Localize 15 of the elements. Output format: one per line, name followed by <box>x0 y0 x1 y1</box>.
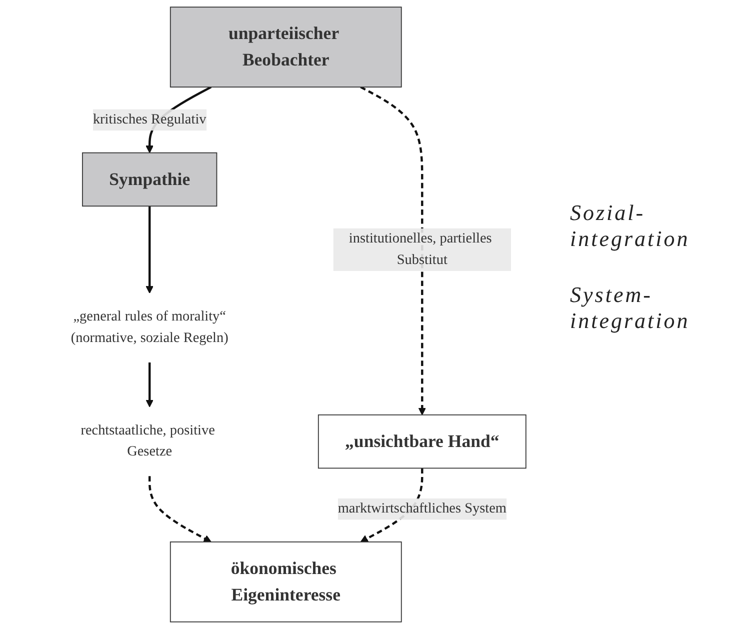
edge-label: kritisches Regulativ <box>92 112 206 128</box>
node-text: „general rules of morality“ (normative, soziale Regeln) <box>70 309 228 346</box>
arrow <box>360 86 426 416</box>
arrow <box>146 206 154 294</box>
region-label: System- integration <box>570 282 691 334</box>
node-box: ökonomisches Eigeninteresse <box>170 541 402 622</box>
arrow <box>146 362 154 408</box>
node-box: Sympathie <box>82 152 218 207</box>
node-box: unparteiischer Beobachter <box>170 6 402 88</box>
node-box: „unsichtbare Hand“ <box>318 414 526 469</box>
region-label: Sozial- integration <box>570 200 691 252</box>
node-text: rechtstaatliche, positive Gesetze <box>80 422 215 460</box>
edge-label: institutionelles, partielles Substitut <box>348 230 492 268</box>
arrow <box>148 476 212 542</box>
edge-label: marktwirtschaftliches System <box>338 501 506 516</box>
